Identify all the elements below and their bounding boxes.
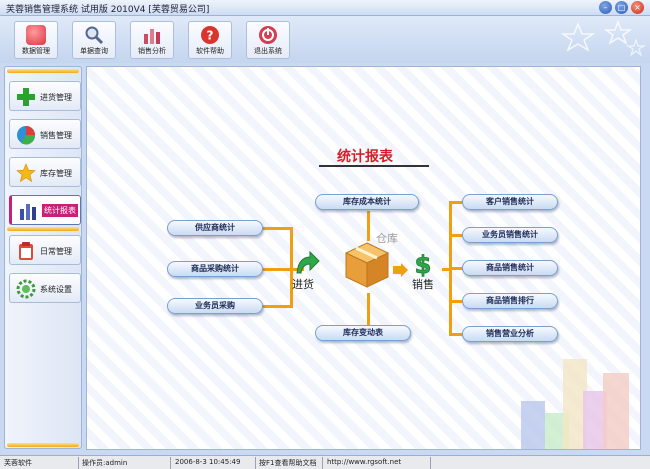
bar-chart-icon [142,25,162,45]
sidebar-item-label: 系统设置 [40,285,72,294]
sidebar-item-reports[interactable]: 统计报表 [9,195,81,225]
connector-line [262,268,292,271]
toolbar: 数据管理 单据查询 销售分析 ? 软件帮助 退出系统 [0,16,650,63]
reports-panel: 统计报表 供应商统计 商品采购统计 业务员采购 库存成本统计 库存变动表 客户销… [86,66,641,450]
software-help-button[interactable]: ? 软件帮助 [188,21,232,59]
sidebar: 进货管理 销售管理 库存管理 统计报表 日常管理 [4,66,82,449]
connector-line [449,234,465,237]
window-title: 芙蓉销售管理系统 试用版 2010V4 [芙蓉贸易公司] [6,5,210,15]
svg-text:?: ? [207,29,214,43]
sidebar-item-daily[interactable]: 日常管理 [9,235,81,265]
sidebar-divider [7,227,79,231]
status-help: 按F1查看帮助文档 [259,459,317,467]
status-url[interactable]: http://www.rgsoft.net [327,458,402,466]
status-separator [78,457,79,469]
star-decoration [560,19,647,57]
status-app-name: 芙蓉软件 [4,459,32,467]
sidebar-item-label: 进货管理 [40,93,72,102]
status-separator [322,457,323,469]
salesman-sales-stats-button[interactable]: 业务员销售统计 [462,227,558,243]
status-separator [170,457,171,469]
clipboard-icon [16,241,36,261]
sidebar-item-label: 统计报表 [42,204,78,217]
connector-line [442,268,451,271]
title-underline [319,165,429,167]
title-bar: 芙蓉销售管理系统 试用版 2010V4 [芙蓉贸易公司] – □ × [0,0,650,16]
connector-line [290,227,293,308]
document-query-button[interactable]: 单据查询 [72,21,116,59]
sales-analysis-button[interactable]: 销售分析 [130,21,174,59]
connector-line [262,227,292,230]
inventory-change-table-button[interactable]: 库存变动表 [315,325,411,341]
star-icon [16,163,36,183]
page-title: 统计报表 [337,149,393,165]
customer-sales-stats-button[interactable]: 客户销售统计 [462,194,558,210]
toolbar-label: 退出系统 [254,47,282,55]
exit-icon [258,25,278,45]
supplier-stats-button[interactable]: 供应商统计 [167,220,263,236]
sidebar-item-purchase[interactable]: 进货管理 [9,81,81,111]
connector-line [367,211,370,241]
close-button[interactable]: × [631,1,644,14]
sidebar-item-inventory[interactable]: 库存管理 [9,157,81,187]
toolbar-label: 软件帮助 [196,47,224,55]
sidebar-item-label: 日常管理 [40,247,72,256]
sales-business-analysis-button[interactable]: 销售营业分析 [462,326,558,342]
connector-line [449,201,465,204]
bar-chart-icon [18,201,38,221]
sidebar-bottom-bar [7,443,79,447]
product-purchase-stats-button[interactable]: 商品采购统计 [167,261,263,277]
connector-line [449,300,465,303]
sales-label: 销售 [412,278,434,291]
plus-icon [16,87,36,107]
status-operator: 操作员:admin [82,459,128,467]
status-datetime: 2006-8-3 10:45:49 [175,458,241,466]
svg-text:$: $ [415,251,432,277]
data-management-button[interactable]: 数据管理 [14,21,58,59]
sidebar-top-bar [7,69,79,73]
status-separator [255,457,256,469]
toolbar-label: 销售分析 [138,47,166,55]
inventory-cost-stats-button[interactable]: 库存成本统计 [315,194,419,210]
arrow-right-icon [393,263,408,277]
connector-line [262,305,292,308]
purchase-label: 进货 [292,278,314,291]
status-separator [430,457,431,469]
bar-chart-decoration [521,359,629,449]
pie-icon [16,125,36,145]
sidebar-item-sales[interactable]: 销售管理 [9,119,81,149]
sidebar-item-label: 库存管理 [40,169,72,178]
status-bar: 芙蓉软件 操作员:admin 2006-8-3 10:45:49 按F1查看帮助… [0,455,650,469]
connector-line [449,267,465,270]
salesman-purchase-button[interactable]: 业务员采购 [167,298,263,314]
purchase-arrow-icon [296,251,320,274]
warehouse-label: 仓库 [376,232,398,245]
gear-icon [16,279,36,299]
toolbar-label: 单据查询 [80,47,108,55]
minimize-button[interactable]: – [599,1,612,14]
sidebar-item-settings[interactable]: 系统设置 [9,273,81,303]
dollar-icon: $ [414,251,432,277]
product-sales-ranking-button[interactable]: 商品销售排行 [462,293,558,309]
sidebar-item-label: 销售管理 [40,131,72,140]
search-icon [84,25,104,45]
product-sales-stats-button[interactable]: 商品销售统计 [462,260,558,276]
database-icon [26,25,46,45]
toolbar-label: 数据管理 [22,47,50,55]
sidebar-group-system: 日常管理 系统设置 [9,235,81,311]
help-icon: ? [200,25,220,45]
maximize-button[interactable]: □ [615,1,628,14]
connector-line [449,333,465,336]
exit-system-button[interactable]: 退出系统 [246,21,290,59]
connector-line [367,293,370,325]
warehouse-box-icon[interactable] [343,240,391,290]
sidebar-group-main: 进货管理 销售管理 库存管理 统计报表 [9,81,81,233]
